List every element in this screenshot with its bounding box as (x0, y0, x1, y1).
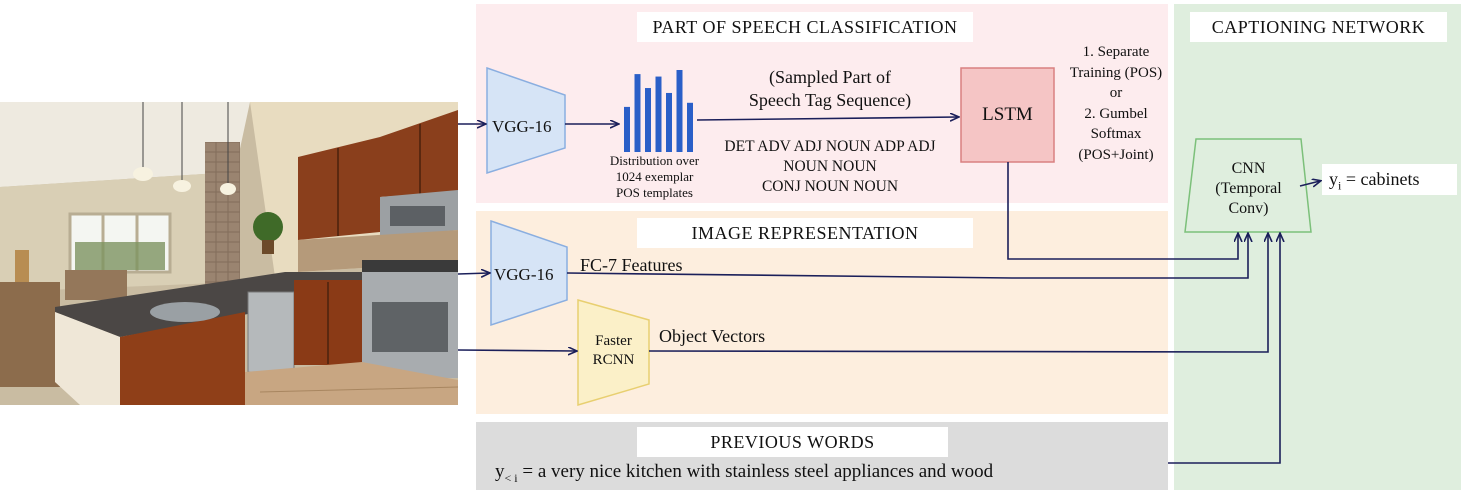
faster-rcnn-shape (577, 299, 650, 407)
output-text: = cabinets (1341, 169, 1420, 189)
arrow-photo-to-vgg-mid (457, 273, 489, 274)
output-subscript: i (1338, 178, 1342, 193)
pos-template-histogram (624, 70, 693, 152)
cnn-temporal-conv-shape (1184, 138, 1312, 233)
arrow-cnn-to-output (1299, 181, 1320, 186)
training-note-line-4: 2. Gumbel (1084, 105, 1148, 122)
pos-panel-title: PART OF SPEECH CLASSIFICATION (637, 12, 973, 42)
sampled-pos-label-line-2: Speech Tag Sequence) (748, 90, 912, 110)
distribution-caption-line-2: 1024 exemplar (615, 169, 694, 184)
lstm-label: LSTM (982, 104, 1033, 125)
kitchen-photo (0, 102, 458, 405)
histogram-bar (634, 74, 641, 152)
previous-words-sentence: y< i = a very nice kitchen with stainles… (495, 461, 993, 489)
previous-words-y: y (495, 461, 505, 482)
distribution-caption-line-3: POS templates (616, 185, 693, 200)
previous-words-title: PREVIOUS WORDS (637, 427, 948, 457)
distribution-caption-line-1: Distribution over (609, 153, 700, 168)
sampled-pos-label: (Sampled Part of Speech Tag Sequence) (710, 66, 950, 112)
arrow-lstm-to-cnn (1007, 162, 1238, 260)
output-y: y (1329, 169, 1338, 189)
histogram-bar (624, 106, 630, 152)
histogram-bar (666, 92, 672, 152)
fc7-features-label: FC-7 Features (580, 255, 683, 275)
training-note-line-2: Training (POS) (1069, 64, 1163, 81)
vgg16-top-shape (486, 66, 566, 175)
object-vectors-label: Object Vectors (659, 326, 766, 346)
arrow-photo-to-rcnn (457, 350, 576, 351)
pos-tag-line-1: DET ADV ADJ NOUN ADP ADJ (724, 138, 936, 155)
histogram-bar (676, 70, 683, 152)
arrow-objects-to-cnn (648, 234, 1268, 353)
histogram-bar (645, 88, 651, 152)
captioning-panel (1174, 4, 1461, 490)
vgg16-mid-label: VGG-16 (494, 265, 554, 284)
faster-rcnn-label: Faster RCNN (578, 332, 649, 370)
pos-tag-sequence: DET ADV ADJ NOUN ADP ADJ NOUN NOUN CONJ … (700, 137, 960, 197)
training-note-line-1: 1. Separate (1082, 44, 1150, 60)
cnn-label-line-2: (Temporal (1215, 180, 1282, 197)
cnn-label-line-1: CNN (1231, 160, 1266, 177)
distribution-caption: Distribution over 1024 exemplar POS temp… (597, 153, 712, 201)
previous-words-text: = a very nice kitchen with stainless ste… (517, 461, 994, 482)
training-note-line-6: (POS+Joint) (1078, 146, 1154, 163)
cnn-label: CNN (Temporal Conv) (1196, 159, 1301, 219)
histogram-bar (655, 76, 662, 152)
cnn-label-line-3: Conv) (1228, 200, 1269, 217)
arrow-fc7-to-cnn (566, 234, 1248, 279)
faster-rcnn-label-line-2: RCNN (592, 352, 635, 368)
training-note: 1. Separate Training (POS) or 2. Gumbel … (1058, 42, 1174, 165)
output-word: yi = cabinets (1329, 169, 1419, 197)
arrow-prev-words-to-cnn (1168, 234, 1280, 464)
faster-rcnn-label-line-1: Faster (595, 333, 632, 349)
pos-tag-line-2: NOUN NOUN (783, 158, 877, 175)
arrow-histogram-to-lstm (696, 117, 958, 120)
vgg16-top-label: VGG-16 (492, 117, 552, 136)
training-note-line-3: or (1109, 85, 1123, 101)
vgg16-mid-shape (490, 219, 568, 327)
sampled-pos-label-line-1: (Sampled Part of (769, 67, 891, 87)
output-word-box (1322, 164, 1457, 195)
captioning-title: CAPTIONING NETWORK (1190, 12, 1447, 42)
lstm-box (960, 67, 1055, 163)
image-panel-title: IMAGE REPRESENTATION (637, 218, 973, 248)
histogram-bar (687, 102, 693, 152)
training-note-line-5: Softmax (1090, 126, 1142, 142)
pos-tag-line-3: CONJ NOUN NOUN (761, 178, 899, 195)
previous-words-subscript: < i (504, 470, 518, 485)
